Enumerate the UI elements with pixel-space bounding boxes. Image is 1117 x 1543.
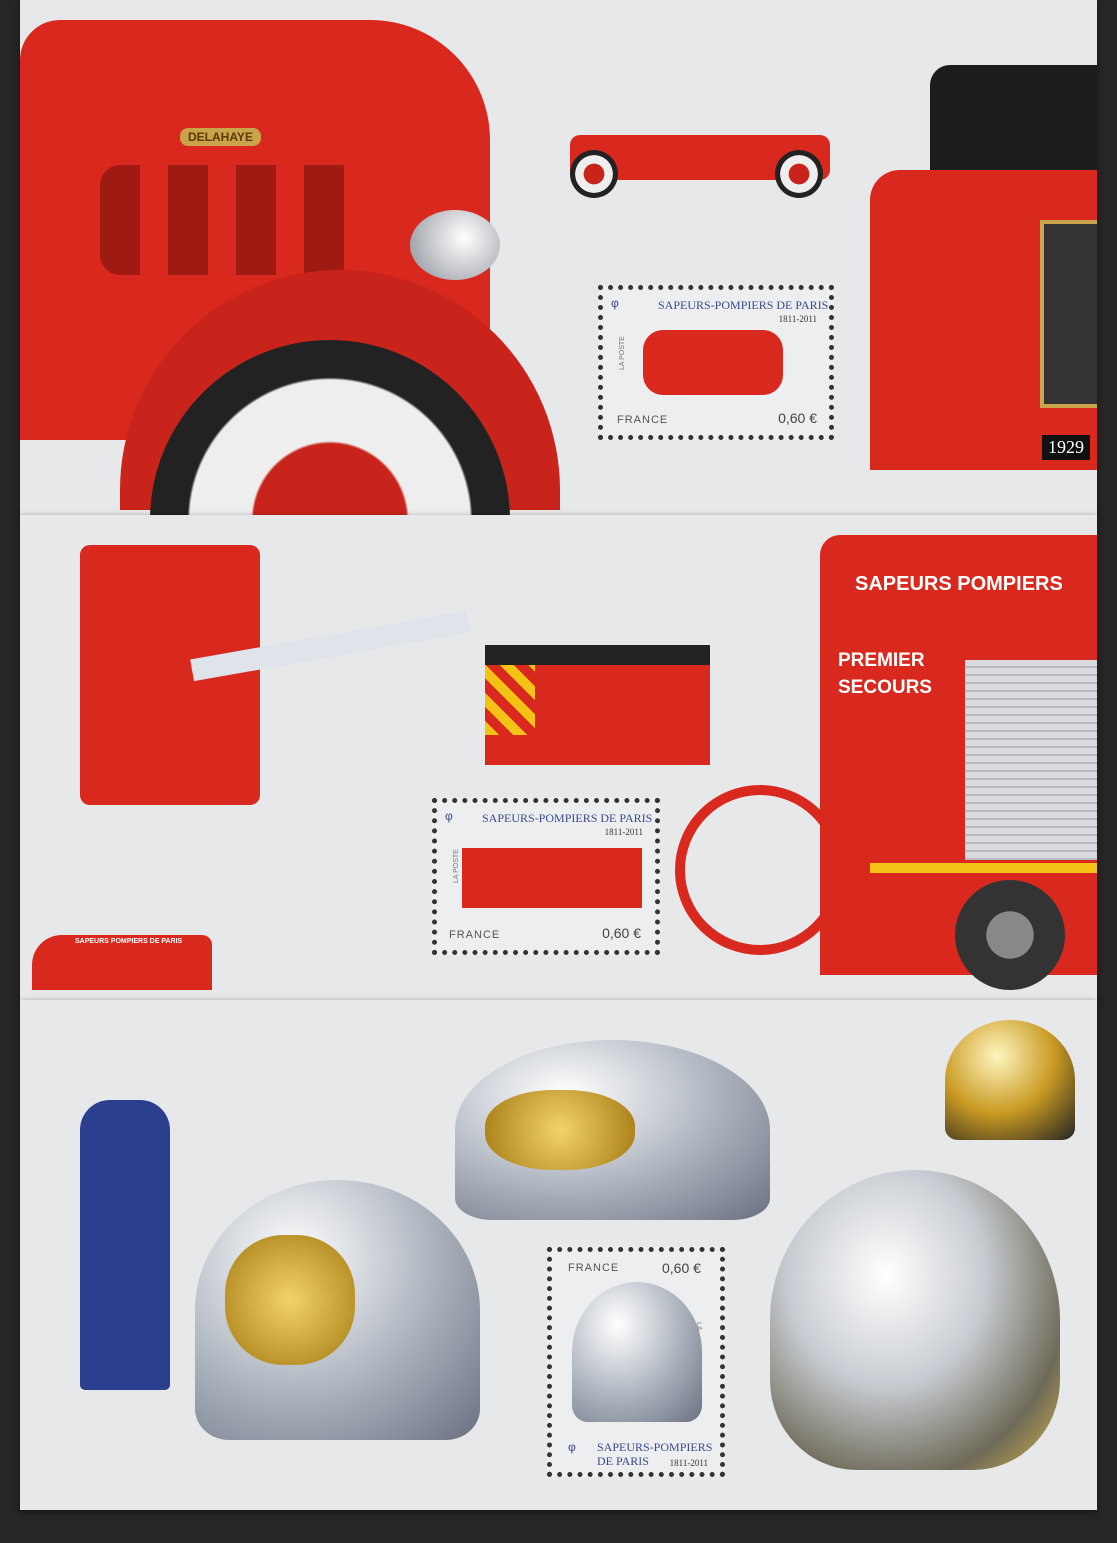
gold-helmet [945, 1020, 1075, 1140]
souvenir-sheet-modern-vehicles: SAPEURS POMPIERS DE PARIS SAPEURS POMPIE… [20, 515, 1097, 1000]
hose-reel [675, 785, 845, 955]
stamp-years: 1811-2011 [778, 314, 817, 324]
antique-engine-wheel [775, 150, 823, 198]
stamp-value: 0,60 € [602, 925, 641, 941]
souvenir-sheet-vintage-trucks: DELAHAYE 1929 φ SAPEURS-POMPIERS DE PARI… [20, 0, 1097, 515]
stamp-value: 0,60 € [662, 1260, 701, 1276]
chevron-stripes [485, 665, 535, 735]
grille-1929 [1040, 220, 1097, 408]
stamp-engine-image [643, 330, 783, 395]
yellow-stripe [870, 863, 1097, 873]
headlamp [410, 210, 500, 280]
modern-f1-helmet [770, 1170, 1060, 1470]
stamp-helmet-image [572, 1282, 702, 1422]
year-plate: 1929 [1042, 435, 1090, 460]
delahaye-badge: DELAHAYE [180, 128, 261, 146]
ambulance-van [32, 935, 212, 990]
stamp-postal: LA POSTE [453, 849, 460, 883]
van-label: SAPEURS POMPIERS DE PARIS [75, 938, 183, 945]
truck-side-text: PREMIER [838, 650, 925, 671]
stamp-title: SAPEURS-POMPIERS [597, 1440, 713, 1454]
truck-side-text: SAPEURS POMPIERS [855, 573, 1063, 595]
la-poste-logo: φ [568, 1440, 576, 1454]
stamp-country: FRANCE [449, 929, 501, 941]
stamp-title: SAPEURS-POMPIERS DE PARIS [482, 811, 653, 825]
stamp-country: FRANCE [617, 414, 669, 426]
la-poste-logo: φ [611, 296, 619, 310]
aerial-platform-truck [80, 545, 260, 805]
antique-engine-wheel [570, 150, 618, 198]
stamp-title: SAPEURS-POMPIERS DE PARIS [658, 298, 829, 312]
stamp-years: 1811-2011 [669, 1458, 708, 1468]
stamp-ladder-truck[interactable]: φ SAPEURS-POMPIERS DE PARIS 1811-2011 LA… [432, 798, 660, 955]
stamp-value: 0,60 € [778, 410, 817, 426]
gold-crest [225, 1235, 355, 1365]
stamp-country: FRANCE [568, 1262, 620, 1274]
stamp-years: 1811-2011 [604, 827, 643, 837]
gold-crest [485, 1090, 635, 1170]
truck-wheel [955, 880, 1065, 990]
uniformed-firefighter [80, 1100, 170, 1390]
stamp-postal: LA POSTE [619, 336, 626, 370]
souvenir-sheet-helmets: FRANCE 0,60 € LA POSTE φ SAPEURS-POMPIER… [20, 1000, 1097, 1510]
hood-vents [100, 165, 360, 275]
la-poste-logo: φ [445, 809, 453, 823]
stamp-truck-image [462, 848, 642, 908]
stamp-title: DE PARIS [597, 1454, 649, 1468]
stamp-antique-engine[interactable]: φ SAPEURS-POMPIERS DE PARIS 1811-2011 LA… [598, 285, 834, 440]
stamp-modern-helmet[interactable]: FRANCE 0,60 € LA POSTE φ SAPEURS-POMPIER… [547, 1247, 725, 1477]
roller-shutter [965, 660, 1097, 860]
truck-side-text: SECOURS [838, 677, 932, 698]
